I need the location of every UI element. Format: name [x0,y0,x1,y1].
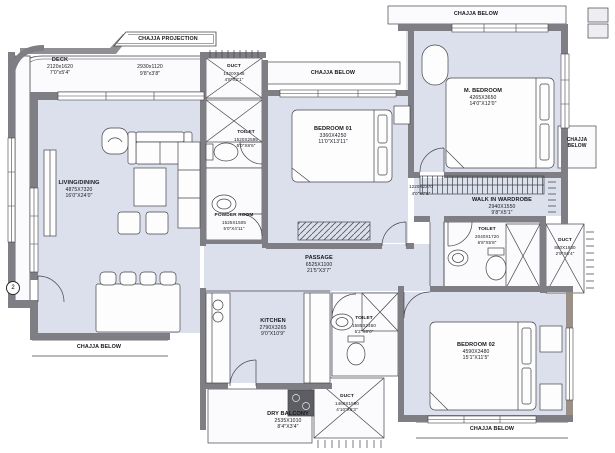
sink-icon [330,313,354,331]
ottoman-icon [117,211,169,235]
comb-duct-top [209,50,259,58]
comb-duct-bottom [317,440,382,448]
wc-icon [346,335,366,366]
label-wardrobe-lobby: 1220X2270 4'0"X7'5" [409,184,433,196]
label-chajja-projection: CHAJJA PROJECTION [138,36,198,42]
label-deck: DECK 2120x1620 7'0"x5'4" [46,57,74,76]
label-master-bedroom: M. BEDROOM 4265X3650 14'0"X12'0" [464,88,502,107]
door-arc-toilet-common [239,141,263,165]
sink-bowl-icon [212,311,224,323]
label-toilet-02: TOILET 1585X2450 5'2"X8'0" [352,316,376,334]
comb-wardrobe-right [548,181,556,213]
label-dry-balcony: DRY BALCONY 2535X1010 8'4"X3'4" [267,411,309,430]
door-arc-master-bedroom [419,147,445,173]
label-bedroom-02: BEDROOM 02 4590X3480 15'1"X11'5" [457,342,495,361]
label-deck-side: 2930x1120 9'8"x3'8" [137,64,163,77]
label-chajja-below-bottom-right: CHAJJA BELOW [469,426,515,432]
label-duct-bottom: DUCT 1460X1590 4'10"X5'3" [335,394,359,412]
walk-in-wardrobe-hatch-icon [419,175,545,195]
bed-icon [429,321,563,411]
sink-bowl-icon [212,299,224,311]
hatch-layer [206,50,594,448]
label-kitchen: KITCHEN 2790X3265 9'0"X10'9" [259,318,287,337]
label-powder-room: POWDER ROOM 1525X1505 5'0"X4'11" [214,213,254,231]
label-duct-top: DUCT 1420X645 4'8"X2'1" [223,64,245,82]
door-arc-bedroom02 [403,291,431,319]
door-number-tag: 2 [6,281,20,295]
window-master-east [560,53,570,129]
shower-icon [205,99,263,143]
kitchen-counter [205,292,331,384]
deck-layer [8,31,217,303]
label-chajja-below-mid: CHAJJA BELOW [310,70,356,76]
shower-icon [361,292,399,332]
duct-right-x-icon [545,223,585,294]
label-walk-in-wardrobe: WALK IN WARDROBE 2940X1550 9'8"X5'1" [471,197,533,216]
shower-icon [505,223,541,289]
window-deck-west [7,137,16,243]
sink-icon [447,249,469,267]
cabinet-icon [177,141,201,229]
windows-layer [7,23,574,424]
door-arc-bedroom01 [381,221,407,247]
label-living-dining: LIVING/DINING 4875X7320 16'0"X24'0" [58,180,100,199]
window-bedroom02-south [427,415,537,424]
chajja-projection-banner [113,31,217,47]
furniture-layer [43,44,563,417]
dining-table-icon [95,271,181,333]
door-arc-toilet02 [331,293,357,319]
label-chajja-below-bottom-left: CHAJJA BELOW [76,344,122,350]
label-chajja-below-top: CHAJJA BELOW [453,11,499,17]
chair-icon [421,44,449,86]
label-passage: PASSAGE 6525X1100 21'5"X3'7" [305,255,333,274]
duct-layer [205,57,585,439]
label-duct-right: DUCT 850X1930 2'9"X6'4" [554,238,576,256]
door-arc-entry [37,275,65,303]
label-toilet-common: TOILET 1520X2595 5'0"X8'6" [234,130,258,148]
label-chajja-below-right: CHAJJA BELOW [566,137,588,149]
duct-top-x-icon [205,57,263,99]
window-bedroom02-east [565,327,574,401]
wc-icon [205,142,239,162]
window-living-west [29,187,39,273]
wc-icon [485,247,507,281]
comb-duct-right [586,231,594,289]
window-bedroom01 [279,89,397,98]
bed-icon [291,105,411,183]
window-deck [57,91,205,101]
door-arc-powder [239,213,263,237]
sink-icon [211,194,237,214]
stove-icon [287,389,315,417]
label-toilet-master: TOILET 2040X1720 6'8"X5'8" [475,227,499,245]
coffee-table-icon [133,167,167,207]
label-bedroom-01: BEDROOM 01 3360X4250 11'0"X13'11" [314,126,352,145]
bed-icon [421,44,555,169]
doors-layer [37,141,473,387]
tv-unit-icon [43,149,57,237]
door-arc-dry-balcony [229,359,257,387]
door-arc-toilet-master [447,221,473,247]
window-master-north [451,23,549,33]
bedroom01-wardrobe-hatch-icon [297,221,371,241]
